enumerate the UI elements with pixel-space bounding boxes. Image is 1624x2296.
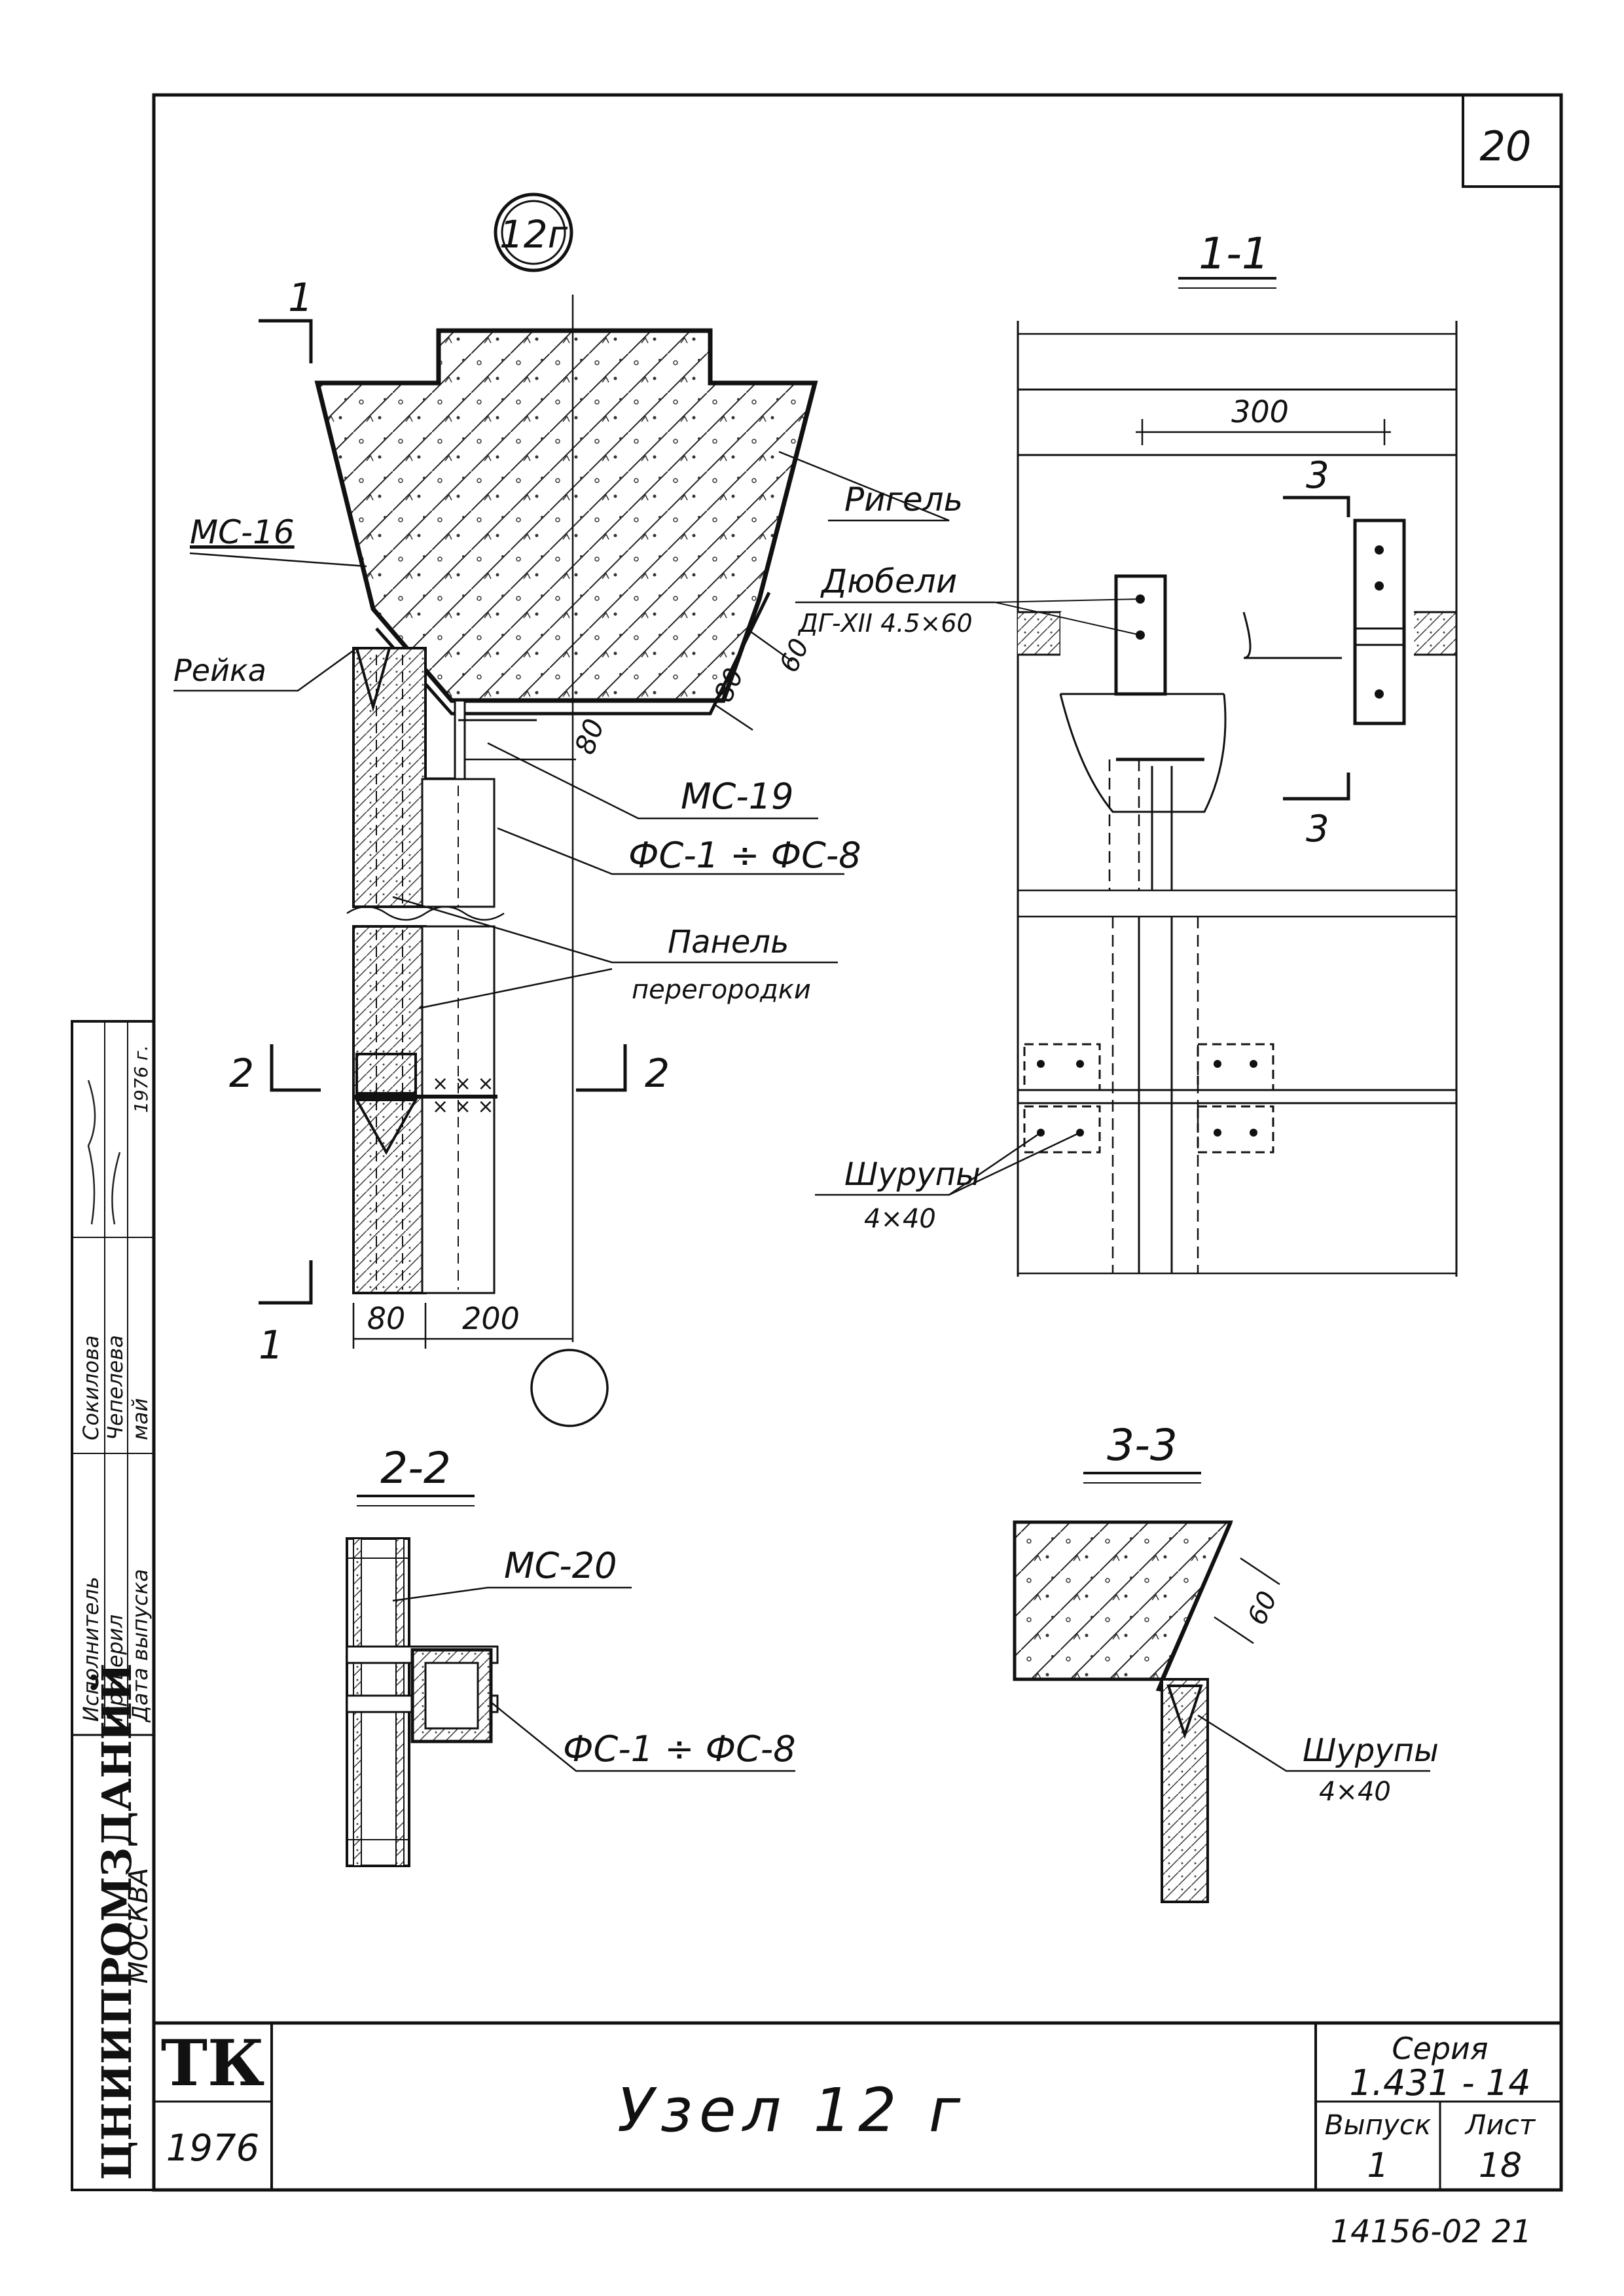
section-2-2: 2-2 МС-20 ФС-1 ÷ ФС-8	[346, 1443, 796, 1867]
svg-text:× × ×: × × ×	[432, 1072, 494, 1095]
partition-panel-lower	[352, 925, 427, 1294]
section-3-3-title: 3-3	[1107, 1420, 1178, 1470]
section-1-1: 1-1 300 3 3	[815, 228, 1458, 1277]
section-mark-1-top	[259, 319, 313, 363]
main-view: 12г × × × × × ×	[173, 192, 995, 1427]
page-number: 20	[1480, 122, 1532, 170]
svg-text:3: 3	[1306, 808, 1329, 850]
section-1-1-title: 1-1	[1199, 228, 1269, 279]
stamp-signature	[87, 1080, 96, 1225]
label-panel-1: Панель	[668, 924, 789, 960]
left-stamp-frame	[71, 1020, 155, 2191]
dim-300: 300	[1231, 394, 1289, 429]
dim-80-bottom: 80	[367, 1301, 406, 1336]
sheet-label: Лист	[1464, 2109, 1536, 2141]
svg-text:2: 2	[645, 1051, 670, 1097]
series-label: Серия	[1392, 2031, 1488, 2066]
stamp-name-3: май	[128, 1398, 153, 1440]
sheet-title: Узел 12 г	[617, 2075, 967, 2145]
bottom-code: 14156-02 21	[1331, 2214, 1532, 2250]
issue-value: 1	[1367, 2146, 1388, 2185]
stamp-org-name: ЦНИИПРОМЗДАНИЙ	[90, 1663, 141, 2180]
stamp-city: МОСКВА	[124, 1868, 154, 1984]
section-mark-1-bottom	[259, 1260, 313, 1305]
svg-text:1: 1	[259, 1322, 283, 1368]
joint-box-top	[355, 1053, 417, 1095]
svg-text:2: 2	[229, 1051, 254, 1097]
label-shurupy-1: Шурупы	[844, 1156, 981, 1193]
dim-200: 200	[462, 1301, 520, 1336]
rigel-beam	[314, 328, 818, 703]
label-fc: ФС-1 ÷ ФС-8	[628, 835, 861, 876]
dim-60-3-3: 60	[1242, 1587, 1283, 1630]
label-fc-2-2: ФС-1 ÷ ФС-8	[563, 1728, 796, 1770]
label-shurupy-3-3: Шурупы	[1303, 1732, 1439, 1769]
section-mark-3-bottom	[1283, 773, 1350, 801]
section-3-3: 3-3 60 Шурупы 4×40	[1013, 1420, 1439, 1903]
panel-3-3	[1161, 1678, 1209, 1903]
section-mark-2-right	[576, 1044, 627, 1092]
partition-panel-upper	[352, 647, 427, 908]
svg-text:× × ×: × × ×	[432, 1095, 494, 1118]
label-dg: ДГ-XII 4.5×60	[797, 609, 973, 638]
svg-text:3: 3	[1306, 454, 1329, 497]
stamp-name-2: Чепелева	[103, 1335, 128, 1440]
label-mc20: МС-20	[504, 1545, 617, 1586]
series-value: 1.431 - 14	[1349, 2062, 1530, 2104]
stamp-role-3: Дата выпуска	[128, 1569, 153, 1723]
section-mark-2-left	[270, 1044, 321, 1092]
section-2-2-title: 2-2	[380, 1443, 451, 1493]
node-label: 12г	[499, 212, 568, 257]
dim-60-slope: 60	[774, 634, 815, 678]
label-mc19: МС-19	[681, 776, 794, 817]
svg-text:1: 1	[288, 275, 313, 321]
fc-stud-upper	[421, 778, 496, 908]
label-rigel: Ригель	[844, 481, 963, 519]
stamp-role-1: Исполнитель	[79, 1576, 103, 1722]
label-shurupy-size-1: 4×40	[864, 1204, 936, 1234]
year: 1976	[166, 2127, 260, 2170]
dim-80-mc19: 80	[568, 714, 610, 758]
logo-tk: ТК	[161, 2026, 265, 2100]
label-dubeli: Дюбели	[820, 562, 957, 600]
label-reika: Рейка	[173, 653, 266, 688]
section-mark-3-top	[1283, 496, 1350, 517]
issue-label: Выпуск	[1325, 2109, 1432, 2141]
label-panel-2: перегородки	[632, 975, 811, 1005]
reika-triangle	[355, 647, 391, 712]
label-shurupy-size-3-3: 4×40	[1319, 1777, 1391, 1807]
sheet-value: 18	[1479, 2146, 1522, 2185]
broken-outline	[1059, 693, 1227, 813]
page-number-box	[1462, 94, 1562, 188]
stamp-role-2: Проверил	[103, 1614, 128, 1722]
joint-triangle	[354, 1099, 418, 1156]
stamp-signature-note: 1976 г.	[130, 1045, 152, 1113]
stamp-name-1: Сокилова	[79, 1335, 103, 1440]
label-mc16: МС-16	[190, 513, 295, 551]
axis-bubble	[530, 1349, 609, 1427]
node-circle	[494, 192, 573, 272]
